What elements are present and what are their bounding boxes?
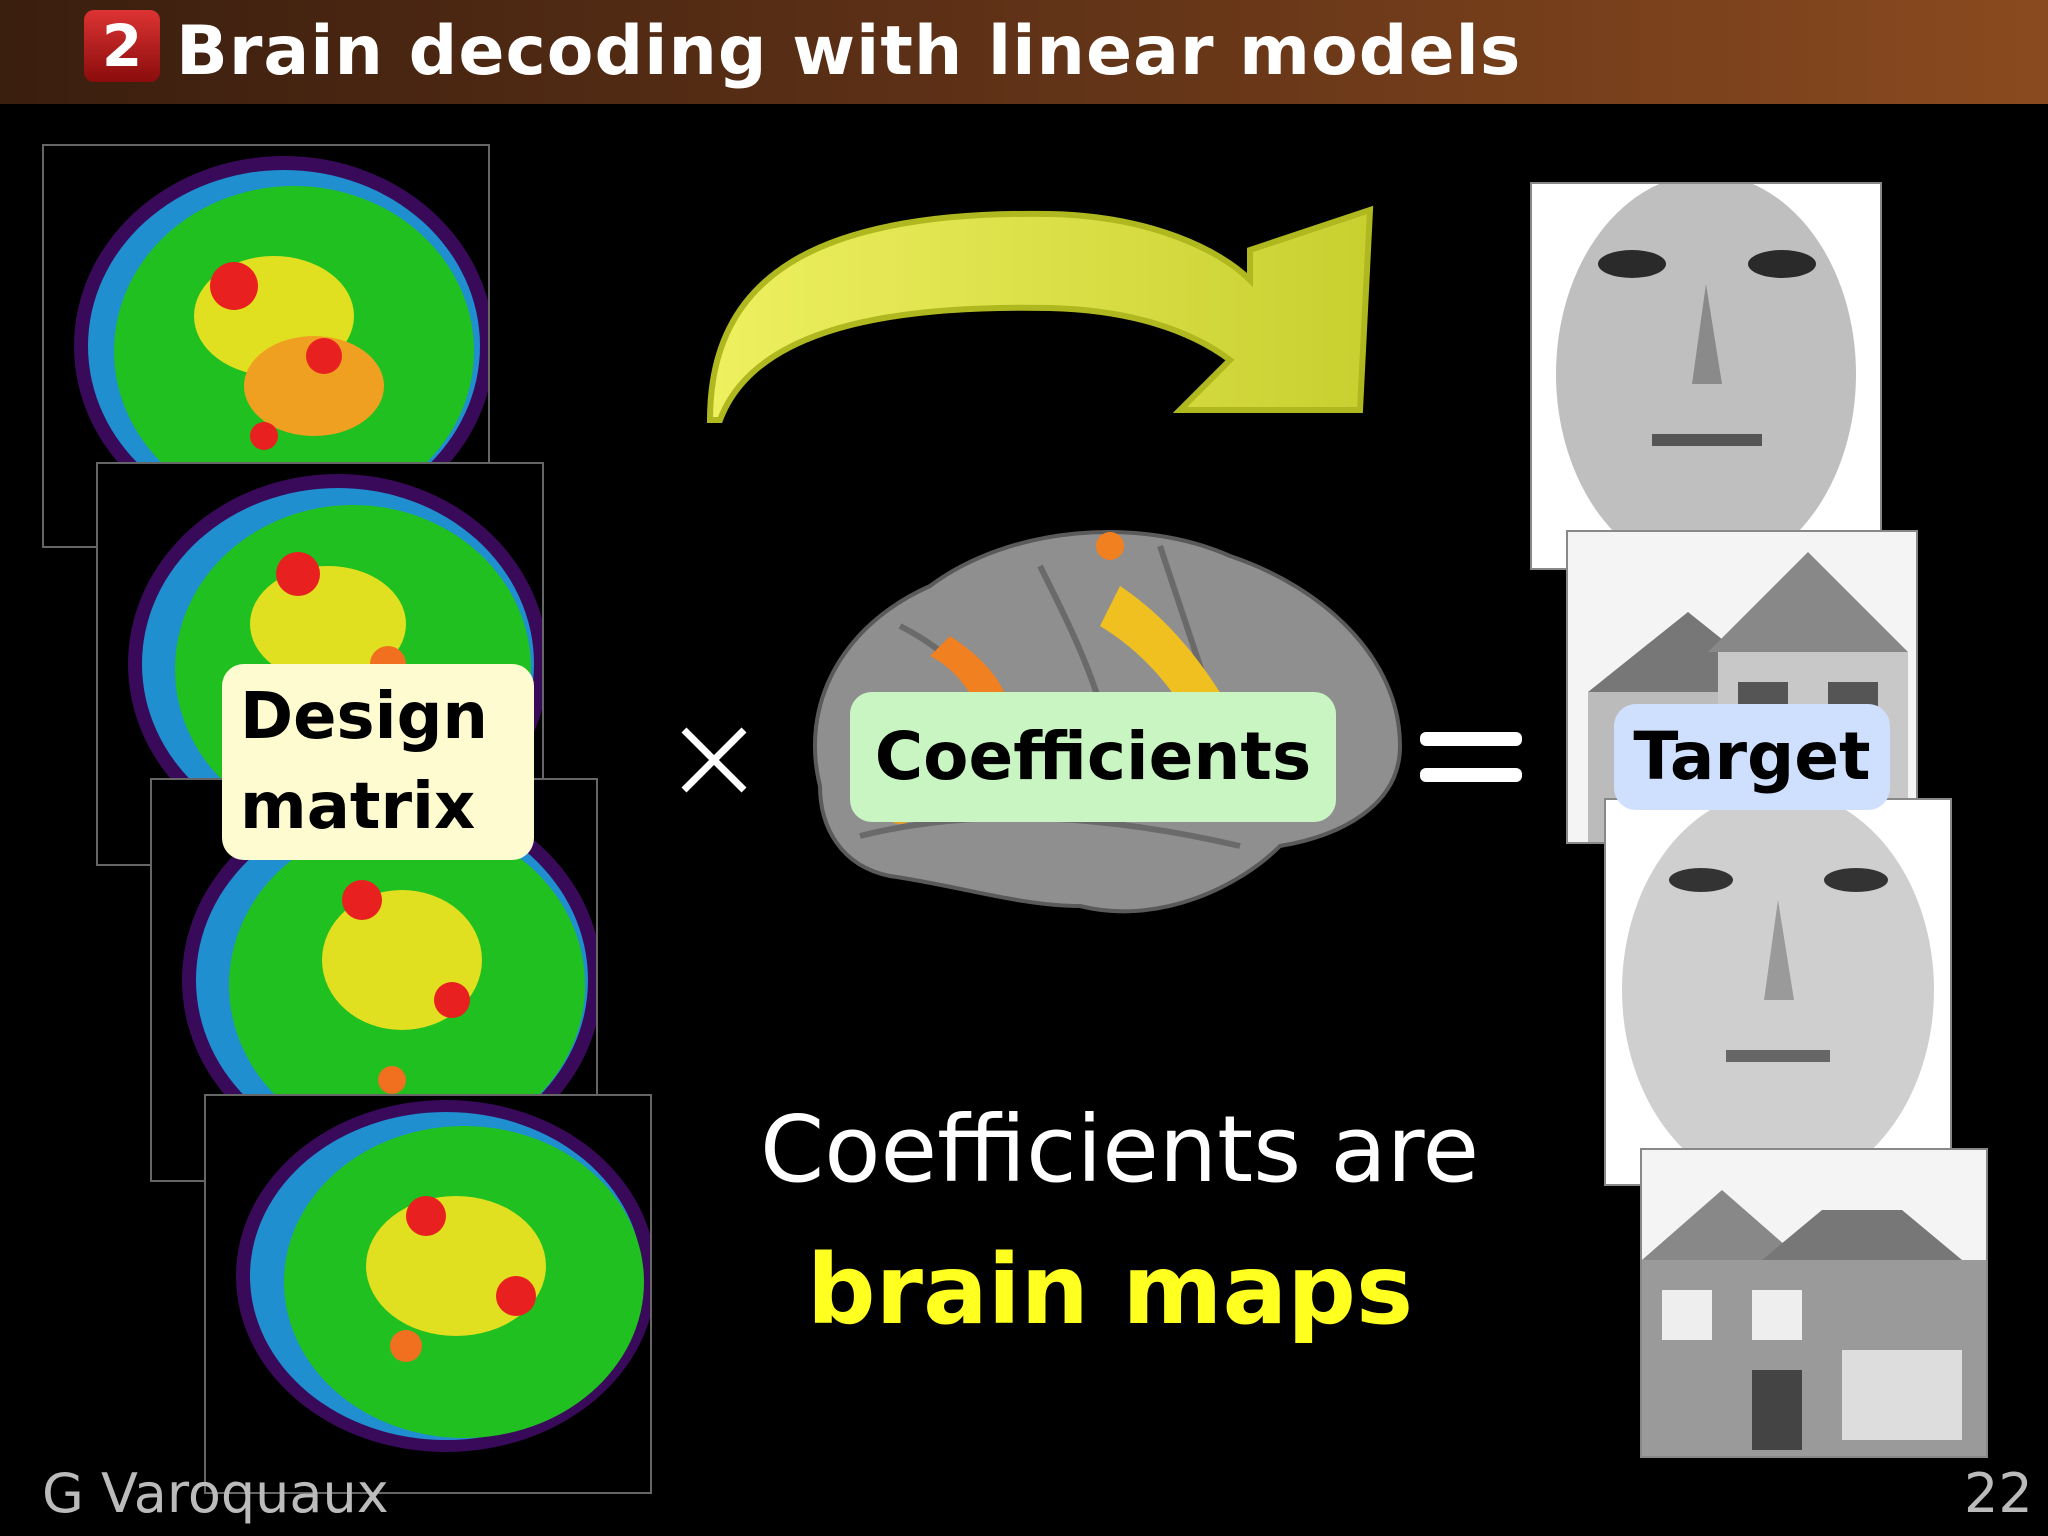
house-photo-2 (1640, 1148, 1988, 1458)
caption-line-2: brain maps (806, 1234, 1414, 1346)
section-number-badge: 2 (84, 10, 160, 82)
design-label-line2: matrix (240, 770, 476, 844)
curved-arrow-icon (706, 205, 1374, 423)
slide-title: Brain decoding with linear models (176, 12, 1522, 91)
footer-author: G Varoquaux (42, 1462, 389, 1525)
design-matrix-label: Design matrix (222, 664, 534, 860)
fmri-scan-4 (204, 1094, 652, 1494)
target-label: Target (1614, 704, 1890, 810)
caption-line-1: Coefficients are (760, 1096, 1480, 1203)
equals-icon (1420, 732, 1522, 782)
footer-page-number: 22 (1964, 1462, 2033, 1525)
multiply-icon (681, 727, 747, 793)
face-photo-1 (1530, 182, 1882, 570)
design-label-line1: Design (240, 680, 488, 754)
fmri-scan-1 (42, 144, 490, 548)
title-bar (0, 0, 2048, 104)
face-photo-2 (1604, 798, 1952, 1186)
coefficients-label: Coefficients (850, 692, 1336, 822)
